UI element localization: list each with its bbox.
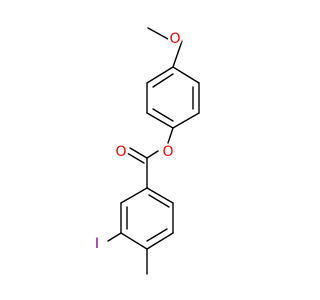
atom-labels: O O O I bbox=[91, 31, 182, 252]
bond-aryl-ester-oxygen bbox=[167, 127, 174, 144]
chemical-structure-diagram: O O O I bbox=[91, 27, 200, 275]
bond-top-ring-3 bbox=[172, 112, 200, 129]
bond-methyl-methoxy-oxygen bbox=[147, 27, 169, 40]
bond-top-ring-4-inner bbox=[152, 108, 174, 122]
methoxy-oxygen-label: O bbox=[169, 31, 180, 47]
bond-aryl-iodine bbox=[107, 232, 122, 242]
carbonyl-oxygen-label: O bbox=[115, 144, 126, 160]
ester-oxygen-label: O bbox=[162, 144, 173, 160]
ester-oxygen-atom: O bbox=[161, 144, 175, 160]
methoxy-oxygen-background bbox=[168, 32, 182, 46]
bond-top-ring-4 bbox=[146, 112, 174, 129]
bond-ester-oxygen-carbonyl-carbon bbox=[146, 150, 159, 159]
bonds bbox=[107, 27, 200, 275]
bond-top-ring-6-inner bbox=[152, 73, 174, 88]
bond-methoxy-oxygen-aryl bbox=[172, 40, 183, 68]
carbonyl-oxygen-background bbox=[114, 145, 128, 159]
iodine-atom: I bbox=[91, 236, 103, 252]
bond-lower-ring-6 bbox=[120, 187, 148, 204]
bond-lower-ring-1 bbox=[146, 187, 174, 204]
bond-carbonyl-double-2 bbox=[126, 152, 145, 164]
iodine-label: I bbox=[95, 236, 99, 252]
bond-top-ring-6 bbox=[146, 66, 174, 84]
bond-lower-ring-3 bbox=[146, 232, 174, 250]
ester-oxygen-background bbox=[161, 145, 175, 159]
bond-lower-ring-4 bbox=[120, 232, 148, 250]
bond-top-ring-1 bbox=[172, 66, 200, 84]
bond-lower-ring-3-inner bbox=[146, 228, 168, 242]
methoxy-oxygen-atom: O bbox=[168, 31, 182, 47]
carbonyl-oxygen-atom: O bbox=[114, 144, 128, 160]
bond-lower-ring-1-inner bbox=[148, 194, 170, 208]
iodine-background bbox=[91, 238, 103, 250]
bond-carbonyl-double-1 bbox=[129, 147, 148, 159]
